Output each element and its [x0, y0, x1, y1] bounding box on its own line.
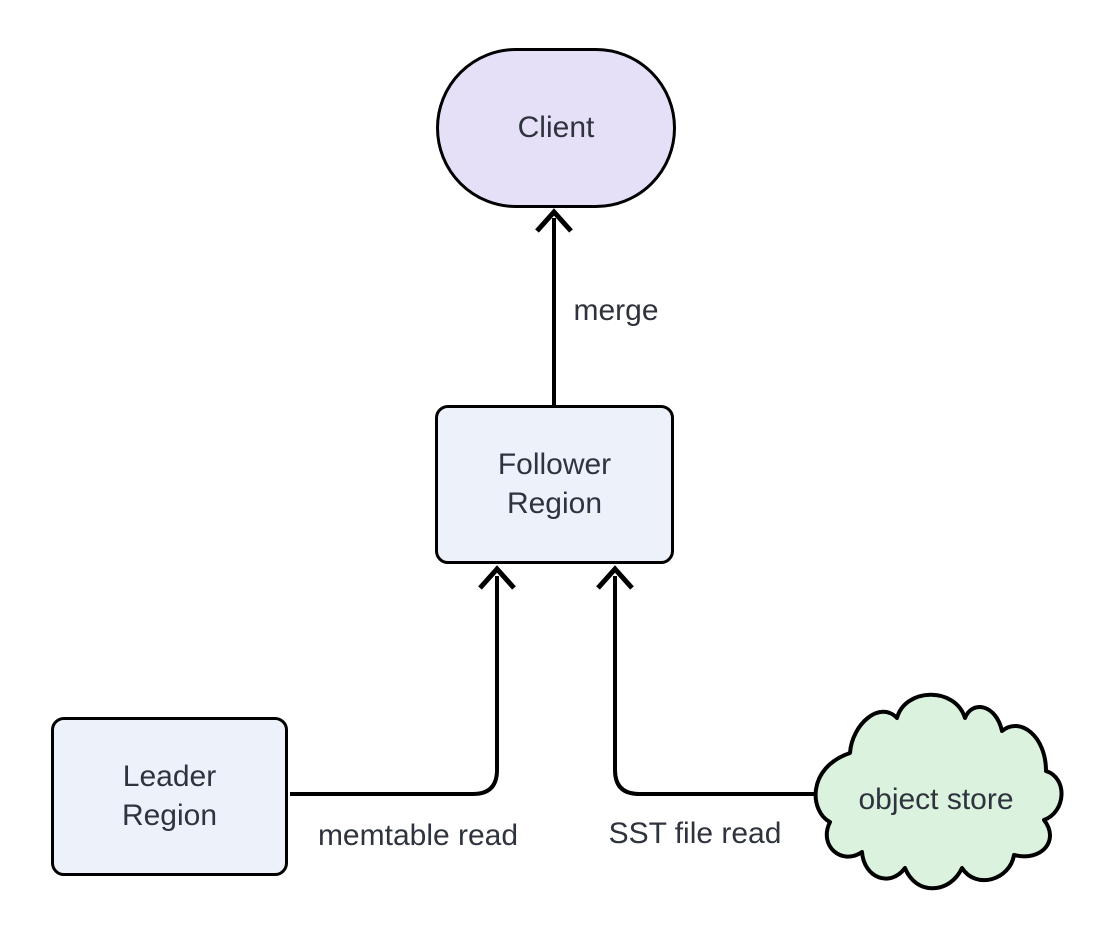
- node-client-label: Client: [517, 110, 595, 144]
- node-follower-region-label: Follower Region: [497, 448, 612, 520]
- edge-label-merge: merge: [573, 294, 659, 327]
- edge-sst-file-read-arrowhead-icon: [596, 565, 634, 590]
- edge-memtable-read-line: [290, 576, 499, 796]
- object-store-cloud-icon: [813, 692, 1064, 891]
- edge-memtable-read-arrowhead-icon: [478, 565, 516, 590]
- node-follower-region: Follower Region: [435, 405, 674, 564]
- edge-label-memtable-read: memtable read: [317, 819, 519, 852]
- node-leader-region: Leader Region: [51, 717, 288, 876]
- edge-sst-file-read-line: [613, 576, 824, 796]
- edge-merge-arrowhead-icon: [535, 208, 573, 233]
- node-client: Client: [436, 48, 676, 208]
- edge-label-sst-file-read: SST file read: [608, 817, 782, 850]
- node-object-store-label: object store: [858, 783, 1014, 816]
- node-leader-region-label: Leader Region: [121, 760, 218, 832]
